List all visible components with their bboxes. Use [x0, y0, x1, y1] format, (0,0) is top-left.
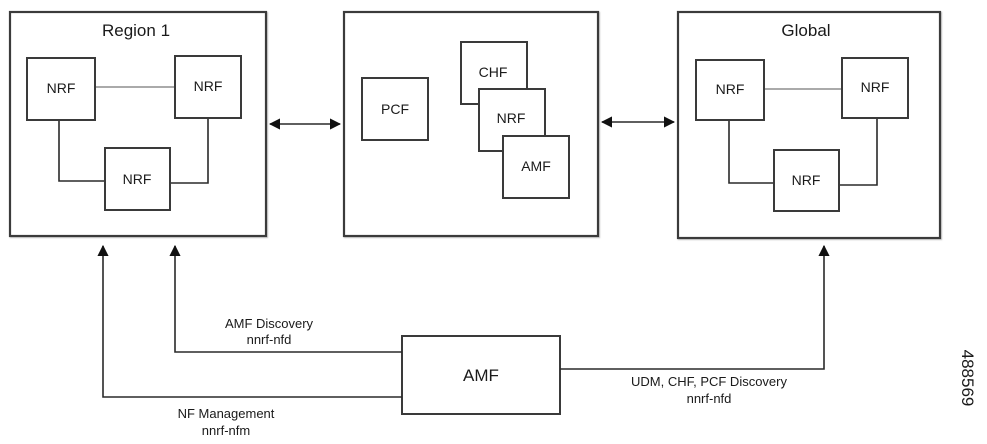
- region1-nrf-3: [104, 147, 171, 211]
- region1-title: Region 1: [102, 21, 170, 40]
- amf-discovery-label-1: AMF Discovery: [225, 316, 314, 331]
- nf-management-label-2: nnrf-nfm: [202, 423, 250, 438]
- udm-discovery-label-2: nnrf-nfd: [687, 391, 732, 406]
- region1-link-left: [58, 120, 105, 182]
- udm-discovery-label-1: UDM, CHF, PCF Discovery: [631, 374, 788, 389]
- region1-nrf-1-label: NRF: [47, 80, 76, 96]
- global-link-right: [839, 117, 878, 186]
- global-panel: Global NRF NRF NRF: [676, 10, 942, 240]
- chf-label: CHF: [479, 64, 508, 80]
- region1-nrf-2-label: NRF: [194, 78, 223, 94]
- region1-nrf-1: [26, 57, 96, 121]
- amf-stack-label: AMF: [521, 158, 551, 174]
- amf-stack-node: [502, 135, 570, 199]
- amf-discovery-label-2: nnrf-nfd: [247, 332, 292, 347]
- global-nrf-3-label: NRF: [792, 172, 821, 188]
- global-nrf-2: [841, 57, 909, 119]
- global-nrf-1-label: NRF: [716, 81, 745, 97]
- region1-link-right: [170, 118, 209, 184]
- pcf-node: [361, 77, 429, 141]
- udm-discovery-arrow: [560, 244, 830, 370]
- amf-node: [401, 335, 561, 415]
- region1-nrf-2: [174, 55, 242, 119]
- amf-discovery-arrow: [169, 244, 402, 353]
- global-nrf-3: [773, 149, 840, 212]
- pcf-label: PCF: [381, 101, 409, 117]
- global-title: Global: [781, 21, 830, 40]
- middle-panel: PCF CHF NRF AMF: [342, 10, 600, 238]
- region1-nrf-3-label: NRF: [123, 171, 152, 187]
- nf-management-label-1: NF Management: [178, 406, 275, 421]
- global-link-left: [728, 118, 774, 184]
- global-nrf-2-label: NRF: [861, 79, 890, 95]
- amf-label: AMF: [463, 366, 499, 385]
- region1-panel: Region 1 NRF NRF NRF: [8, 10, 268, 238]
- figure-number: 488569: [958, 350, 977, 407]
- nf-management-arrow: [97, 244, 402, 398]
- global-nrf-1: [695, 59, 765, 121]
- nrf-label: NRF: [497, 110, 526, 126]
